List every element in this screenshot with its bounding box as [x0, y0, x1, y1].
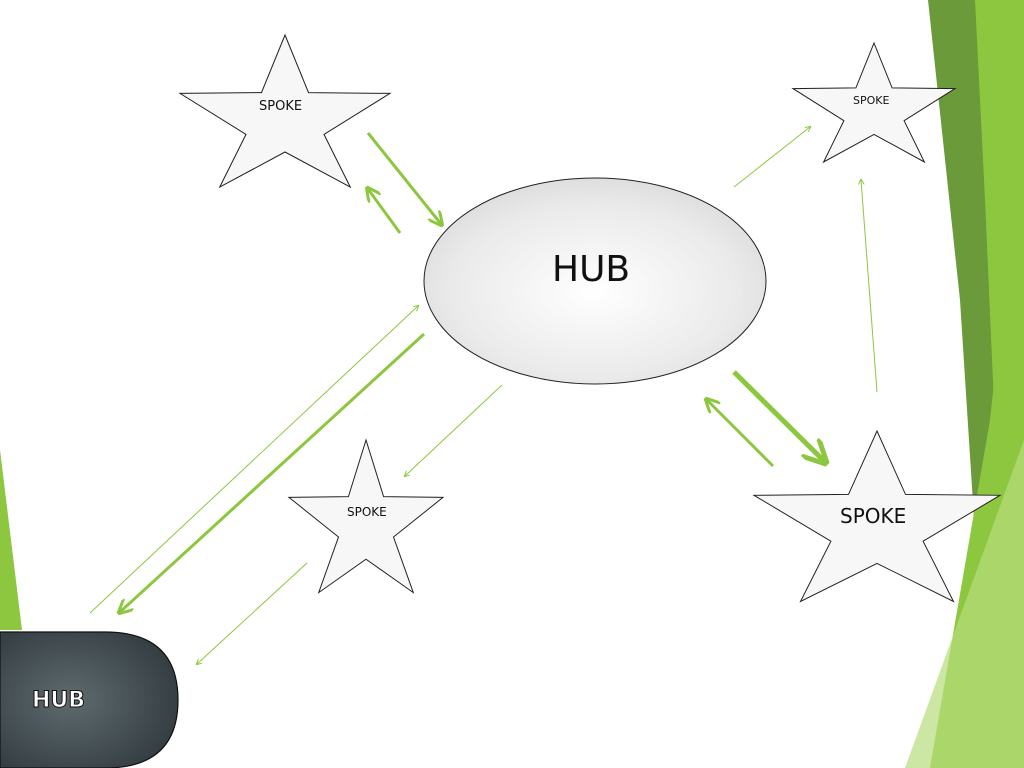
arrow-hub-to-br [732, 370, 824, 461]
spoke-star-top-right [791, 41, 957, 164]
arrow-mid-to-corner [197, 562, 308, 664]
arrow-hub-to-tl [368, 189, 402, 234]
arrow-tl-to-hub [366, 132, 441, 224]
main-hub-ellipse [423, 177, 767, 385]
spoke-star-bottom-right [752, 429, 1002, 603]
connection-arrows [89, 127, 878, 664]
corner-hub-shape [0, 631, 179, 768]
arrow-br-to-tr [861, 180, 878, 393]
arrow-hub-to-tr [733, 127, 810, 188]
arrow-hub-to-mid [405, 384, 503, 476]
arrow-br-to-hub [707, 400, 775, 468]
arrow-hub-to-corner [120, 332, 426, 612]
spoke-star-middle [287, 438, 445, 594]
spoke-star-top-left [178, 33, 392, 189]
arrow-corner-to-hub [89, 306, 418, 614]
